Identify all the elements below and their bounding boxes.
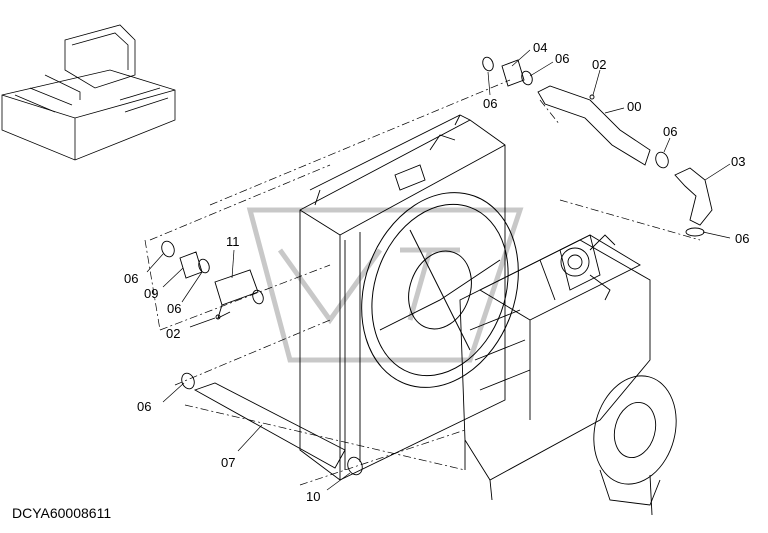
callout-06-upper-d: 06 — [735, 231, 749, 246]
watermark-logo — [246, 207, 524, 363]
turbocharger — [560, 234, 616, 301]
callout-02-middle: 02 — [166, 326, 180, 341]
upper-hose-parts — [482, 56, 713, 237]
middle-hose-parts — [161, 240, 264, 320]
callout-09: 09 — [144, 286, 158, 301]
flywheel-housing — [593, 375, 677, 516]
callout-11: 11 — [226, 234, 240, 249]
callout-00: 00 — [627, 99, 641, 114]
callout-06-upper-b: 06 — [483, 96, 497, 111]
callout-04: 04 — [533, 40, 547, 55]
excavator-thumbnail — [1, 24, 176, 161]
guide-lines — [144, 79, 701, 486]
callout-07: 07 — [221, 455, 235, 470]
callout-06-upper-c: 06 — [663, 124, 677, 139]
radiator-assembly — [299, 114, 506, 481]
drawing-code: DCYA60008611 — [12, 505, 111, 521]
callout-06-upper-a: 06 — [555, 51, 569, 66]
engine-block — [459, 234, 651, 501]
lower-hose-parts — [181, 372, 363, 476]
callout-10: 10 — [306, 489, 320, 504]
callout-03: 03 — [731, 154, 745, 169]
callout-06-middle-a: 06 — [124, 271, 138, 286]
leader-lines — [146, 49, 731, 491]
callout-02-upper: 02 — [592, 57, 606, 72]
fan-shroud — [361, 192, 519, 388]
callout-06-middle-b: 06 — [167, 301, 181, 316]
callout-06-lower: 06 — [137, 399, 151, 414]
